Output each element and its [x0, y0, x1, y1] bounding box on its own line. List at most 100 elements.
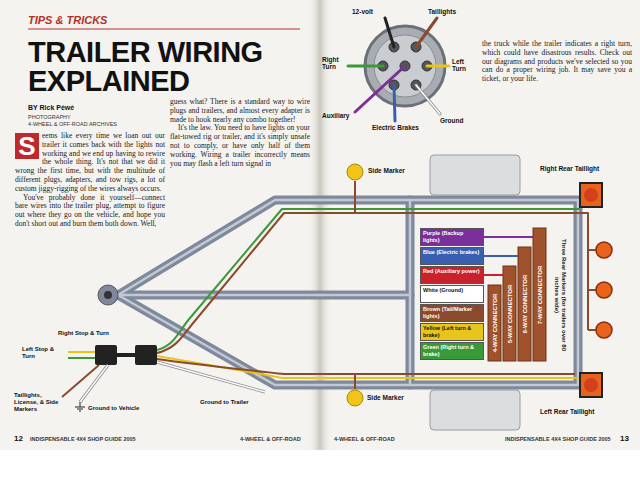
drop-cap: S	[15, 133, 39, 159]
coupler	[98, 285, 118, 305]
legend-text: Purple (Backup lights)	[423, 230, 481, 243]
trailer-frame	[118, 291, 410, 300]
ground-symbol	[75, 402, 85, 411]
trailer-frame	[118, 200, 578, 385]
byline: BY Rick Péwé	[28, 104, 74, 112]
page-number: 12	[14, 434, 23, 443]
connector-bars	[533, 228, 546, 361]
side-markers	[347, 164, 363, 406]
trailer-wires	[157, 213, 588, 353]
part-label: Right Rear Taillight	[540, 165, 599, 172]
trailer-wires	[354, 374, 356, 389]
vehicle-wires	[68, 351, 95, 353]
running-footer: INDISPENSABLE 4X4 SHOP GUIDE 2005	[505, 436, 611, 442]
legend-swatch: Brown (Tail/Marker lights)	[420, 304, 484, 322]
rear-markers	[596, 242, 612, 258]
pin-label: Electric Brakes	[372, 124, 419, 131]
running-footer: 4-WHEEL & OFF-ROAD	[240, 436, 301, 442]
coupler	[98, 285, 118, 305]
legend-text: Yellow (Left turn & brake)	[423, 325, 481, 338]
vehicle-wires	[80, 365, 108, 402]
connector-bars	[503, 266, 516, 361]
trailer-wires	[354, 181, 356, 213]
photo-credit: 4-WHEEL & OFF-ROAD ARCHIVES	[28, 121, 117, 127]
paper	[0, 0, 640, 450]
frame-highlight	[118, 294, 410, 297]
body-text: guess what? There is a standard way to w…	[170, 98, 310, 124]
connector-label: 4-WAY CONNECTOR	[491, 294, 498, 353]
legend-text: Red (Auxiliary power)	[423, 268, 481, 275]
running-footer: INDISPENSABLE 4X4 SHOP GUIDE 2005	[30, 436, 136, 442]
legend-swatch: White (Ground)	[420, 285, 484, 303]
ground-symbol	[75, 407, 85, 408]
photo-credit: PHOTOGRAPHY	[28, 114, 71, 120]
body-text: You've probably done it yourself—connect…	[15, 194, 165, 229]
pin-label: Ground	[440, 117, 463, 124]
pin-label: Right Turn	[322, 56, 346, 71]
plug-wires	[355, 66, 405, 112]
body-text: It's the law. You need to have lights on…	[170, 124, 310, 168]
wheels	[430, 390, 520, 430]
legend-text: Brown (Tail/Marker lights)	[423, 306, 481, 319]
section-kicker: TIPS & TRICKS	[28, 14, 107, 27]
plug-wires	[348, 18, 449, 121]
plug-wires	[416, 18, 437, 47]
trailer-wires	[157, 362, 265, 392]
wire-label: Left Stop & Turn	[22, 346, 66, 360]
connector-label: 5-WAY CONNECTOR	[506, 284, 513, 343]
body-text: the truck while the trailer indicates a …	[482, 40, 632, 84]
rear-markers	[596, 282, 612, 298]
ground-symbol	[79, 411, 81, 412]
trailer-wires	[157, 356, 580, 378]
vehicle-connector	[117, 353, 135, 357]
taillights	[580, 373, 602, 397]
vehicle-wires	[80, 365, 108, 402]
side-markers	[347, 164, 363, 180]
plug-wires	[427, 65, 449, 68]
connector-bars	[518, 247, 531, 361]
legend-swatch: Red (Auxiliary power)	[420, 266, 484, 284]
connector-bars	[488, 228, 546, 361]
pin-label: Taillights	[428, 8, 456, 15]
connector-bars	[488, 285, 501, 361]
text-column: Seems like every time we loan out our tr…	[15, 132, 165, 229]
trailer-wires	[588, 250, 596, 330]
vehicle-connector	[95, 345, 157, 365]
legend-text: Blue (Electric brakes)	[423, 249, 481, 256]
part-label: Side Marker	[368, 167, 405, 174]
plug-wires	[348, 65, 383, 68]
legend-leads	[484, 236, 533, 238]
page-number: 13	[620, 434, 629, 443]
legend-swatch: Green (Right turn & brake)	[420, 342, 484, 360]
plug-wires	[416, 85, 440, 114]
trailer-wires	[157, 362, 265, 392]
pin-label: Left Turn	[452, 58, 476, 73]
vehicle-connector	[95, 345, 117, 365]
legend-leads	[484, 237, 533, 275]
wire-label: Taillights, License, & Side Markers	[14, 392, 60, 413]
vehicle-wires	[68, 357, 95, 359]
wire-label: Ground to Vehicle	[88, 405, 139, 412]
plug-wires	[416, 85, 440, 114]
legend-leads	[484, 274, 503, 276]
body-text: eems like every time we loan out our tra…	[15, 132, 165, 194]
vehicle-connector	[135, 345, 157, 365]
trailer-wires	[157, 181, 596, 392]
taillights	[580, 183, 602, 207]
legend-swatch: Purple (Backup lights)	[420, 228, 484, 246]
part-label: Left Rear Taillight	[540, 408, 594, 415]
wire-label: Right Stop & Turn	[58, 330, 109, 337]
connector-label: 6-WAY CONNECTOR	[521, 275, 528, 334]
pin-label: Auxiliary	[322, 112, 349, 119]
running-footer: 4-WHEEL & OFF-ROAD	[334, 436, 395, 442]
frame-highlight	[409, 200, 412, 385]
rule	[28, 29, 300, 30]
pin-label: 12-volt	[352, 8, 373, 15]
frame-highlight	[118, 200, 578, 385]
taillights	[584, 188, 598, 202]
ground-symbol	[80, 402, 81, 407]
ground-symbol	[77, 409, 83, 410]
taillights	[584, 378, 598, 392]
wheels	[430, 155, 520, 195]
